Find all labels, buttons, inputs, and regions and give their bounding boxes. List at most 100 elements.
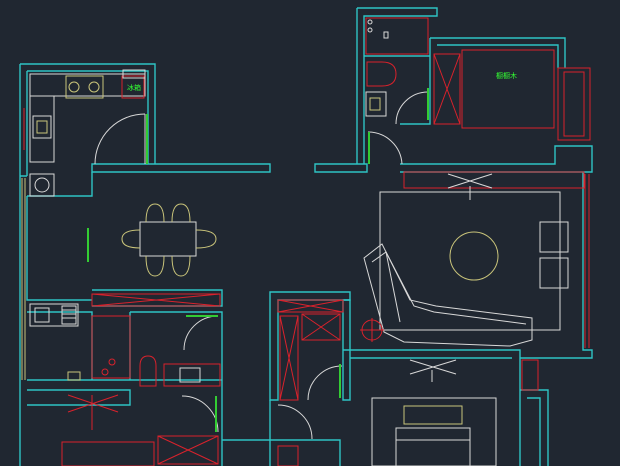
side-table-bottom: [539, 257, 569, 289]
bedroom-top: 橱橱木: [433, 49, 591, 141]
wall-lower-corridor: [222, 400, 341, 466]
wall-living-right: [520, 172, 593, 359]
drain-icon: [101, 368, 109, 376]
wardrobe-label: 橱橱木: [496, 71, 517, 80]
light-line: [447, 173, 493, 189]
wall-utility: [27, 311, 222, 381]
kitchen-sink-basin: [36, 120, 48, 134]
shower-drain: [383, 31, 389, 39]
small-fixture: [67, 371, 81, 381]
wall-bathroom: [356, 7, 438, 164]
utility-counter: [29, 303, 79, 327]
master-bed: [395, 427, 471, 466]
corridor-door-arc-2: [277, 404, 313, 440]
wall-kitchen-mid: [26, 172, 93, 301]
shower-stall: [365, 17, 429, 55]
nightstand-lamp: [403, 405, 463, 425]
drain-icon: [108, 358, 116, 366]
chair-left: [121, 229, 141, 249]
bedroom-wardrobe-cross: [433, 53, 461, 125]
bath-sink: [365, 91, 387, 117]
bay-window-inner: [563, 71, 585, 137]
bathroom-two: [91, 315, 221, 387]
stove: [65, 75, 104, 99]
wall-bedroom-bottom: [400, 145, 593, 173]
bed-frame: [461, 49, 555, 129]
drain-board: [61, 305, 77, 325]
coffee-table: [449, 231, 499, 281]
washer: [29, 173, 55, 197]
wall-dining-bottom: [92, 289, 223, 307]
side-table-top: [539, 221, 569, 253]
wardrobe-cross: [157, 435, 219, 465]
wall-kitchen-left-inner: [20, 71, 28, 177]
chair-top-left: [145, 203, 165, 223]
wall-bath2: [129, 311, 223, 466]
toilet-main: [366, 61, 397, 87]
dining-cabinet: [91, 293, 221, 307]
bedroom-wardrobe: [433, 53, 461, 125]
burner-right-icon: [88, 81, 100, 93]
master-bedroom: [371, 359, 539, 466]
closet-upper-cross: [277, 299, 344, 313]
bay-window: [557, 67, 591, 141]
fridge-label: 冰箱: [127, 83, 141, 92]
dining-table: [139, 221, 197, 257]
kitchen-door-arc: [94, 113, 146, 165]
washer-drum-icon: [34, 177, 50, 193]
counter-top: [29, 73, 146, 97]
wall-bedroom: [430, 37, 566, 68]
valve-icon: [367, 27, 373, 33]
small-cabinet: [122, 69, 146, 79]
chair-right: [195, 229, 217, 249]
wall-lower-left: [27, 389, 131, 406]
dining-area: [91, 203, 221, 307]
closet-upper: [277, 299, 344, 313]
wall-top-corridor: [91, 163, 271, 173]
bathroom-main: [365, 17, 429, 165]
closet-tall-cross: [279, 315, 299, 401]
shower-head-icon: [367, 19, 373, 25]
closet-mid: [301, 313, 341, 341]
bath-door-arc: [395, 91, 429, 125]
fridge-box: [121, 75, 145, 99]
bath-lower-door-arc: [367, 131, 403, 165]
sofa-inner: [371, 251, 527, 325]
lower-left-room: [61, 394, 219, 466]
corridor-door-arc: [307, 365, 343, 401]
chair-bottom-left: [145, 255, 165, 277]
wall-top-corridor-2: [314, 163, 368, 173]
bath-sink-basin: [369, 97, 381, 111]
bath2-sink: [179, 367, 201, 383]
bath2-shower: [91, 315, 131, 379]
living-rug: [379, 191, 561, 331]
closet-mid-cross: [301, 313, 341, 341]
kitchen: 冰箱: [23, 69, 148, 165]
lower-bed: [61, 441, 155, 466]
wall-master: [343, 349, 521, 466]
chair-top-right: [171, 203, 191, 223]
sofa: [363, 243, 533, 347]
master-light-line: [409, 359, 457, 375]
wall-bathroom-right: [364, 38, 431, 125]
lower-shower: [277, 445, 299, 466]
corridor-closets: [277, 299, 344, 466]
wall-corridor-right: [342, 299, 351, 401]
counter-left: [29, 95, 55, 163]
toilet-two: [139, 355, 157, 387]
master-side: [521, 359, 539, 391]
bath2-vanity: [163, 363, 221, 387]
living-room: [360, 171, 590, 348]
lower-wardrobe: [157, 435, 219, 465]
closet-tall: [279, 315, 299, 401]
laundry-area: [21, 173, 89, 381]
utility-sink: [34, 307, 50, 323]
master-rug: [371, 397, 497, 466]
kitchen-sink: [32, 115, 52, 139]
ceiling-light-line: [67, 394, 119, 413]
cabinet-cross: [91, 293, 221, 307]
lower-door-arc: [181, 395, 219, 433]
bath2-door-arc: [183, 315, 219, 351]
chair-bottom-right: [171, 255, 191, 277]
